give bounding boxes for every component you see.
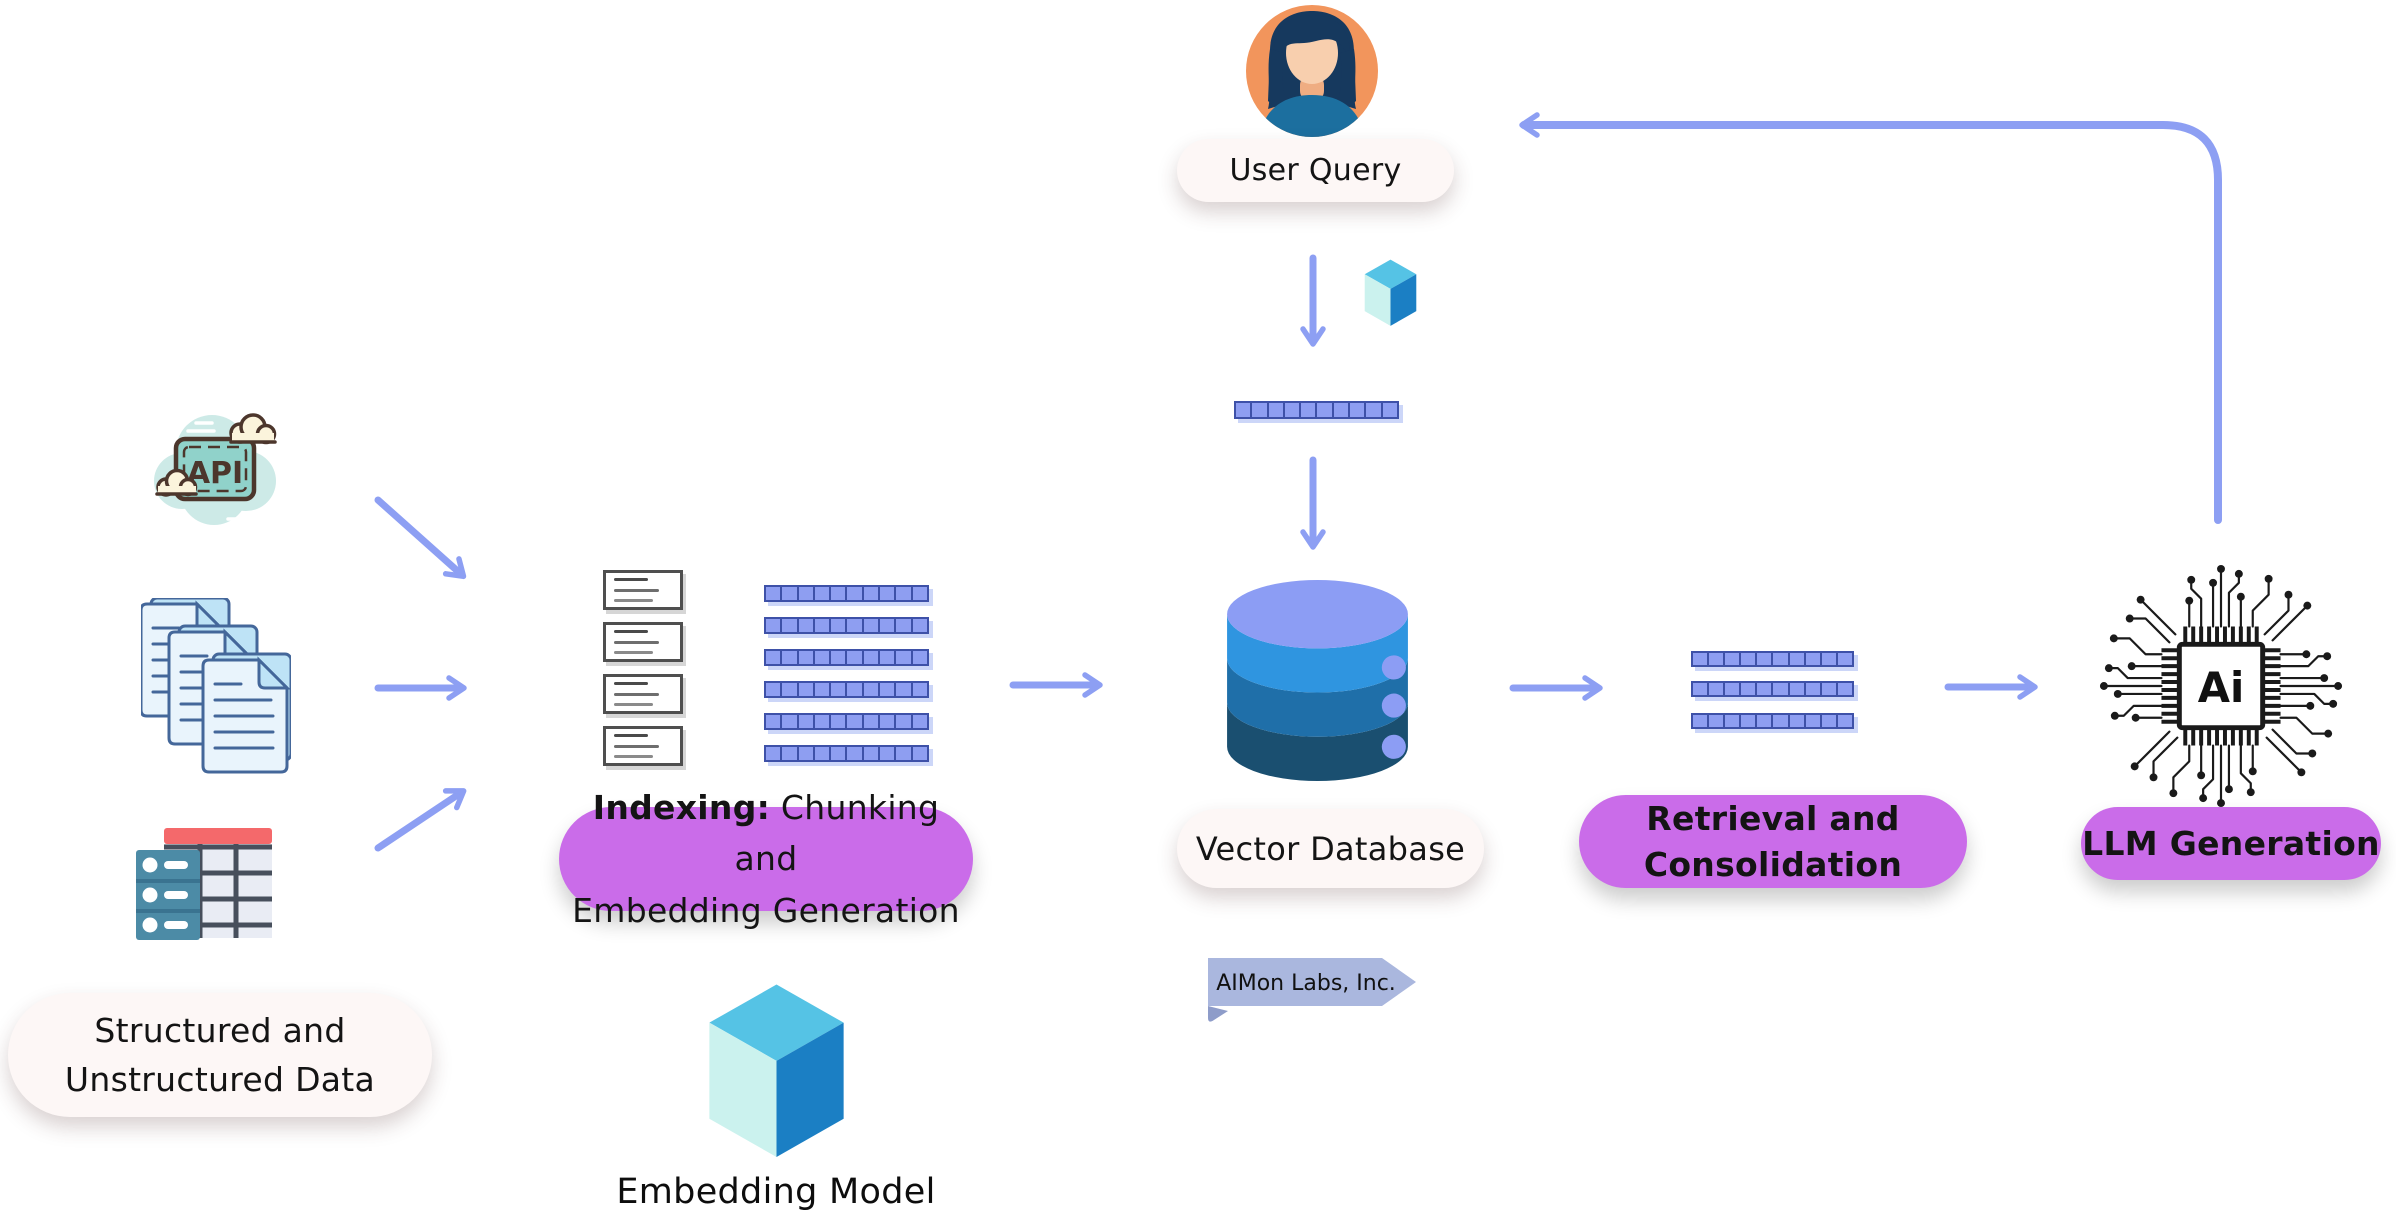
indexing-label-rest: Chunking and	[734, 788, 940, 879]
retrieval-vector-bar	[1691, 713, 1854, 729]
table-icon	[136, 828, 272, 940]
brand-label: AIMon Labs, Inc.	[1216, 971, 1396, 996]
chunk-box	[603, 622, 683, 662]
chunk-box	[603, 674, 683, 714]
vector-database-icon	[1227, 580, 1408, 781]
indexing-pill: Indexing: Chunking and Embedding Generat…	[559, 788, 973, 930]
index-vector-bar	[764, 713, 929, 730]
ai-chip-icon: Ai	[2097, 562, 2345, 810]
retrieval-pill: Retrieval and Consolidation	[1579, 795, 1967, 888]
chunk-box	[603, 570, 683, 610]
vector-database-pill: Vector Database	[1177, 809, 1484, 888]
index-vector-bar	[764, 745, 929, 762]
indexing-label-bold: Indexing:	[592, 788, 771, 828]
llm-generation-pill: LLM Generation	[2081, 807, 2381, 880]
user-query-pill: User Query	[1177, 139, 1454, 202]
embedding-model-label: Embedding Model	[616, 1172, 936, 1212]
index-vector-bar	[764, 617, 929, 634]
feedback-arrow-llm-to-user	[1519, 112, 2222, 524]
embedding-model-cube-icon	[709, 984, 844, 1157]
vector-database-label: Vector Database	[1195, 829, 1466, 868]
brand-tag: AIMon Labs, Inc.	[1208, 958, 1416, 1022]
llm-generation-label: LLM Generation	[2082, 823, 2380, 863]
api-icon: API	[154, 413, 277, 529]
query-vector-bar	[1234, 401, 1399, 419]
user-query-label: User Query	[1229, 153, 1402, 188]
indexing-label-line1: Indexing: Chunking and	[559, 782, 973, 884]
arrow-table-to-indexing	[374, 788, 467, 852]
query-embedding-cube-icon	[1364, 259, 1417, 326]
sources-label-line1: Structured and	[94, 1010, 346, 1050]
sources-pill: Structured and Unstructured Data	[8, 993, 432, 1117]
index-vector-bar	[764, 585, 929, 602]
sources-label-line2: Unstructured Data	[64, 1060, 376, 1099]
retrieval-label-line2: Consolidation	[1643, 844, 1903, 884]
index-vector-bar	[764, 681, 929, 698]
arrow-api-to-indexing	[374, 496, 467, 580]
retrieval-vector-bar	[1691, 681, 1854, 697]
chunk-box	[603, 726, 683, 766]
index-vector-bar	[764, 649, 929, 666]
ai-chip-label: Ai	[2198, 663, 2245, 712]
retrieval-label-line1: Retrieval and	[1646, 798, 1900, 838]
documents-icon	[141, 598, 291, 774]
retrieval-vector-bar	[1691, 651, 1854, 667]
indexing-label-line2: Embedding Generation	[572, 890, 960, 930]
user-avatar-icon	[1246, 5, 1378, 137]
